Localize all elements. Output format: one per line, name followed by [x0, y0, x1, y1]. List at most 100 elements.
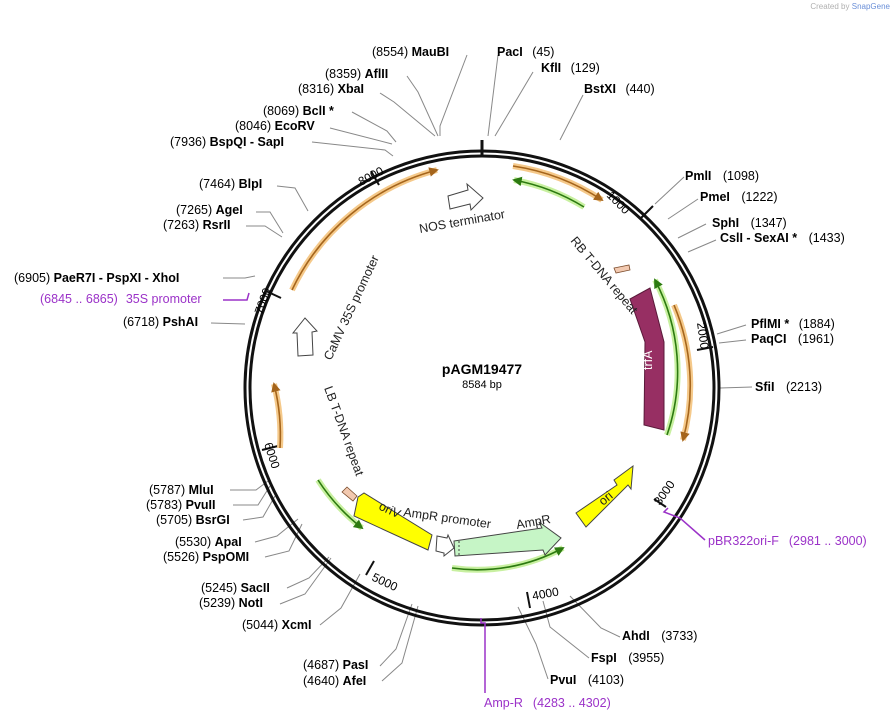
- enzyme-position: (7265): [176, 203, 212, 217]
- enzyme-position: (5526): [163, 550, 199, 564]
- enzyme-label: BstXI (440): [584, 82, 655, 96]
- orange-arcs: [271, 163, 694, 449]
- enzyme-label: (8069) BclI *: [263, 104, 334, 118]
- enzyme-position: (5783): [146, 498, 182, 512]
- enzyme-label: (5526) PspOMI: [163, 550, 249, 564]
- enzyme-position: (5787): [149, 483, 185, 497]
- enzyme-name: CslI - SexAI *: [720, 231, 797, 245]
- enzyme-label: AhdI (3733): [622, 629, 697, 643]
- enzyme-label: (8046) EcoRV: [235, 119, 315, 133]
- enzyme-label: PacI (45): [497, 45, 554, 59]
- enzyme-name: PflMI *: [751, 317, 789, 331]
- enzyme-name: PaeR7I - PspXI - XhoI: [54, 271, 180, 285]
- enzyme-name: BclI *: [303, 104, 334, 118]
- enzyme-position: (8359): [325, 67, 361, 81]
- enzyme-label: CslI - SexAI * (1433): [720, 231, 845, 245]
- enzyme-name: XbaI: [338, 82, 364, 96]
- enzyme-name: MluI: [189, 483, 214, 497]
- tick-label: 5000: [370, 570, 400, 594]
- enzyme-label: (6905) PaeR7I - PspXI - XhoI: [14, 271, 179, 285]
- oriV-arrow: [353, 492, 433, 551]
- enzyme-position: (1884): [799, 317, 835, 331]
- enzyme-position: (5705): [156, 513, 192, 527]
- enzyme-name: AfeI: [343, 674, 367, 688]
- enzyme-name: MauBI: [412, 45, 450, 59]
- primer-labels: (6845 .. 6865) 35S promoter pBR322ori-F (2…: [40, 292, 867, 710]
- enzyme-position: (7464): [199, 177, 235, 191]
- enzyme-position: (8069): [263, 104, 299, 118]
- feature-label: trfA: [641, 350, 655, 370]
- feature-label: CaMV 35S promoter: [321, 253, 382, 362]
- enzyme-name: BsrGI: [196, 513, 230, 527]
- enzyme-labels: (8554) MauBI PacI (45) KflI (129) BstXI …: [14, 45, 845, 688]
- enzyme-label: (4640) AfeI: [303, 674, 366, 688]
- enzyme-label: (7464) BlpI: [199, 177, 262, 191]
- enzyme-label: (7936) BspQI - SapI: [170, 135, 284, 149]
- primer-label: pBR322ori-F (2981 .. 3000): [708, 534, 867, 548]
- tick-label: 1000: [604, 188, 633, 217]
- enzyme-name: XcmI: [282, 618, 312, 632]
- snapgene-watermark: Created by SnapGene: [810, 2, 890, 11]
- enzyme-name: PacI: [497, 45, 523, 59]
- enzyme-label: (5705) BsrGI: [156, 513, 230, 527]
- feature-label: NOS terminator: [418, 207, 506, 236]
- feature-label: ori: [596, 489, 616, 509]
- enzyme-name: PshAI: [163, 315, 198, 329]
- primer-range: (2981 .. 3000): [789, 534, 867, 548]
- enzyme-label: PflMI * (1884): [751, 317, 835, 331]
- enzyme-position: (6718): [123, 315, 159, 329]
- feature-label: RB T-DNA repeat: [568, 234, 641, 317]
- enzyme-name: PvuII: [186, 498, 216, 512]
- enzyme-position: (129): [571, 61, 600, 75]
- enzyme-name: PaqCI: [751, 332, 786, 346]
- enzyme-name: RsrII: [203, 218, 231, 232]
- ampR-promoter-arrow: [435, 533, 455, 558]
- enzyme-name: PmlI: [685, 169, 711, 183]
- enzyme-name: PspOMI: [203, 550, 250, 564]
- enzyme-name: BstXI: [584, 82, 616, 96]
- ampR-arrow: [453, 521, 562, 557]
- enzyme-position: (1098): [723, 169, 759, 183]
- enzyme-position: (1222): [741, 190, 777, 204]
- primer-range: (6845 .. 6865): [40, 292, 118, 306]
- tick-marks: [261, 170, 714, 609]
- enzyme-position: (1961): [798, 332, 834, 346]
- primer-name: Amp-R: [484, 696, 523, 710]
- enzyme-label: KflI (129): [541, 61, 600, 75]
- enzyme-name: AgeI: [216, 203, 243, 217]
- enzyme-leaders: [210, 54, 753, 682]
- feature-label: AmpR: [515, 512, 552, 532]
- enzyme-position: (8554): [372, 45, 408, 59]
- plasmid-name: pAGM19477: [442, 361, 522, 377]
- primer-label: (6845 .. 6865) 35S promoter: [40, 292, 202, 306]
- enzyme-position: (1433): [809, 231, 845, 245]
- enzyme-label: PvuI (4103): [550, 673, 624, 687]
- enzyme-label: (5245) SacII: [201, 581, 270, 595]
- enzyme-position: (5530): [175, 535, 211, 549]
- rb-t-dna-repeat-box: [613, 264, 631, 274]
- tick-label: 3000: [651, 478, 678, 508]
- enzyme-label: PmeI (1222): [700, 190, 778, 204]
- enzyme-label: PmlI (1098): [685, 169, 759, 183]
- enzyme-name: PasI: [343, 658, 369, 672]
- enzyme-position: (5239): [199, 596, 235, 610]
- enzyme-label: (4687) PasI: [303, 658, 368, 672]
- primer-range: (4283 .. 4302): [533, 696, 611, 710]
- enzyme-position: (4103): [588, 673, 624, 687]
- primer-name: 35S promoter: [126, 292, 202, 306]
- trfA-arrow: [629, 287, 665, 431]
- tick-label: 7000: [252, 286, 274, 316]
- enzyme-label: (5044) XcmI: [242, 618, 312, 632]
- enzyme-name: BlpI: [239, 177, 263, 191]
- enzyme-position: (5245): [201, 581, 237, 595]
- enzyme-position: (5044): [242, 618, 278, 632]
- camv-35s-promoter-arrow: [291, 317, 318, 357]
- enzyme-position: (7936): [170, 135, 206, 149]
- enzyme-name: AhdI: [622, 629, 650, 643]
- enzyme-position: (1347): [751, 216, 787, 230]
- enzyme-position: (7263): [163, 218, 199, 232]
- enzyme-position: (8046): [235, 119, 271, 133]
- enzyme-name: NotI: [239, 596, 263, 610]
- primer-name: pBR322ori-F: [708, 534, 779, 548]
